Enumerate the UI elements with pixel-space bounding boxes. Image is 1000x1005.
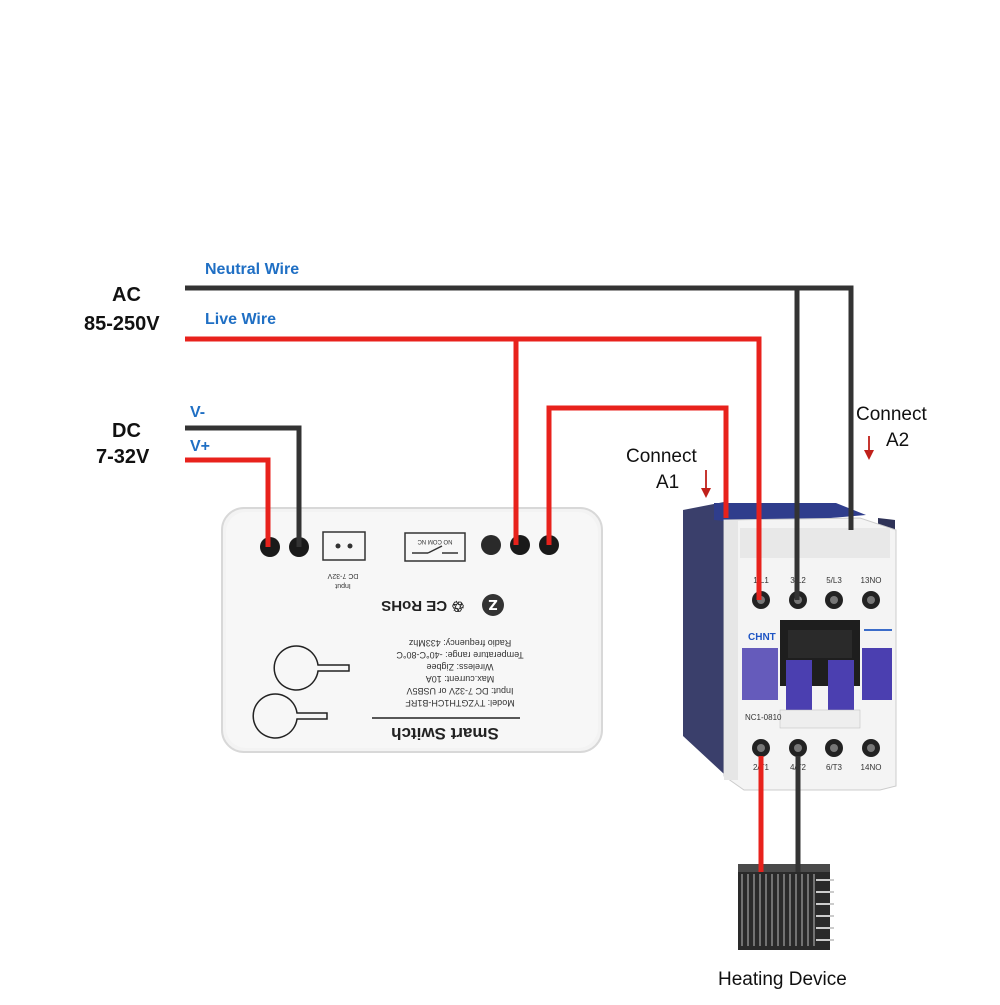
contactor: 1/L1 3/L2 5/L3 13NO CHNT NC1-0810 2/T: [683, 502, 897, 791]
input-voltage-label: DC 7-32V: [327, 572, 358, 579]
terminal-label-bottom: 14NO: [861, 763, 882, 772]
relay-terminal-labels: NO COM NC: [417, 538, 453, 544]
top-screws: [752, 591, 880, 609]
connect-a2-terminal-label: A2: [886, 430, 910, 451]
connect-a2-label: Connect: [856, 404, 927, 425]
dc-positive-wire: [185, 457, 271, 547]
terminal-label-top: 13NO: [861, 576, 882, 585]
contactor-model: NC1-0810: [745, 713, 782, 722]
dc-negative-wire: [185, 425, 302, 547]
contactor-brand: CHNT: [748, 632, 776, 643]
spec-lines: Model: TYZGTH1CH-B1RF Input: DC 7-32V or…: [396, 638, 524, 708]
smart-switch-module: Z Smart Switch Model: TYZGTH1CH-B1RF Inp…: [221, 507, 603, 753]
arrow-a1: [701, 470, 711, 498]
button-2: [252, 693, 328, 739]
v-plus-label: V+: [190, 438, 211, 455]
button-1: [273, 645, 350, 691]
arrow-a2: [864, 436, 874, 460]
input-label: Input: [335, 582, 351, 589]
neutral-wire: [185, 285, 854, 530]
terminal-nc: [481, 535, 501, 555]
spec-line: Input: DC 7-32V or USB5V: [406, 686, 513, 696]
spec-line: Temperature range: -40°C-80°C: [396, 650, 524, 660]
spec-line: Max.current: 10A: [426, 674, 495, 684]
relay-symbol: [404, 532, 466, 562]
connect-a1-terminal-label: A1: [656, 472, 680, 493]
no-to-a1-wire: [546, 405, 729, 545]
heating-device-label: Heating Device: [718, 969, 847, 990]
neutral-wire-label: Neutral Wire: [205, 261, 300, 278]
terminal-label-bottom: 6/T3: [826, 763, 843, 772]
spec-line: Wireless: Zigbee: [426, 662, 493, 672]
wires: [185, 285, 854, 872]
spec-line: Radio frequency: 433Mhz: [408, 638, 511, 648]
live-wire: [185, 336, 762, 600]
ac-label: AC: [112, 284, 141, 306]
v-minus-label: V-: [190, 404, 206, 421]
input-port-symbol: [322, 531, 366, 561]
spec-line: Model: TYZGTH1CH-B1RF: [405, 698, 515, 708]
terminal-com: [510, 535, 530, 555]
heating-device: [738, 864, 834, 950]
terminal-label-top: 5/L3: [826, 576, 842, 585]
live-wire-label: Live Wire: [205, 311, 276, 328]
dc-label: DC: [112, 420, 141, 442]
svg-text:Z: Z: [488, 596, 497, 611]
zigbee-logo: [482, 594, 504, 616]
dc-voltage-label: 7-32V: [96, 446, 150, 468]
connect-a1-label: Connect: [626, 446, 697, 467]
certification-marks: ♲ CE RoHS: [381, 597, 464, 614]
bottom-screws: [752, 739, 880, 757]
smart-switch-title: Smart Switch: [391, 724, 499, 743]
ac-voltage-label: 85-250V: [84, 313, 160, 335]
